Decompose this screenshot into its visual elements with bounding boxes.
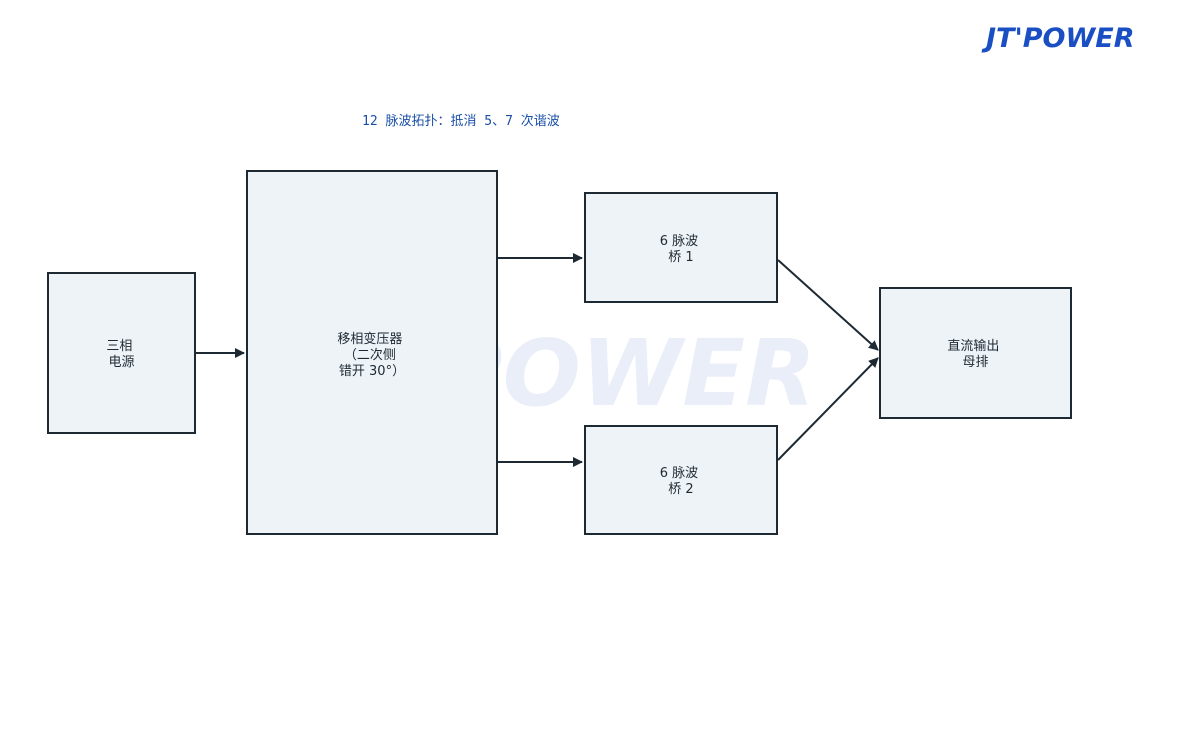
- node-bridge1-label: 6 脉波 桥 1: [660, 234, 703, 265]
- node-transformer-box: [246, 170, 498, 535]
- node-bridge1: 6 脉波 桥 1: [584, 192, 778, 303]
- node-source-label: 三相 电源: [106, 339, 136, 370]
- node-dcbus-label-line: 直流输出: [947, 338, 999, 354]
- node-source-label-line: 三相: [106, 339, 132, 354]
- node-bridge2-label-line: 桥 2: [668, 482, 693, 497]
- node-bridge2-box: [584, 425, 778, 535]
- node-dcbus: 直流输出 母排: [879, 287, 1072, 419]
- node-dcbus-label: 直流输出 母排: [947, 338, 1003, 370]
- node-dcbus-box: [879, 287, 1072, 419]
- node-bridge2-label: 6 脉波 桥 2: [660, 466, 703, 497]
- node-transformer: 移相变压器 （二次侧 错开 30°）: [246, 170, 498, 535]
- node-bridge2: 6 脉波 桥 2: [584, 425, 778, 535]
- edges: [196, 253, 879, 467]
- node-bridge1-label-line: 桥 1: [668, 250, 693, 265]
- node-bridge2-label-line: 6 脉波: [660, 466, 698, 481]
- node-bridge1-label-line: 6 脉波: [660, 234, 698, 249]
- edge-bridge2-dcbus: [777, 357, 879, 461]
- node-transformer-label-line: 移相变压器: [337, 331, 402, 347]
- node-transformer-label: 移相变压器 （二次侧 错开 30°）: [337, 331, 406, 379]
- node-bridge1-box: [584, 192, 778, 303]
- node-source: 三相 电源: [47, 272, 196, 434]
- node-source-label-line: 电源: [108, 355, 134, 370]
- node-transformer-label-line: 错开 30°）: [339, 364, 405, 379]
- node-source-box: [47, 272, 196, 434]
- brand-logo: JT'POWER: [981, 23, 1135, 54]
- node-transformer-label-line: （二次侧: [344, 347, 396, 363]
- node-dcbus-label-line: 母排: [962, 355, 988, 370]
- edge-bridge1-dcbus: [777, 259, 879, 351]
- diagram-title: 12 脉波拓扑：抵消 5、7 次谐波: [362, 113, 560, 129]
